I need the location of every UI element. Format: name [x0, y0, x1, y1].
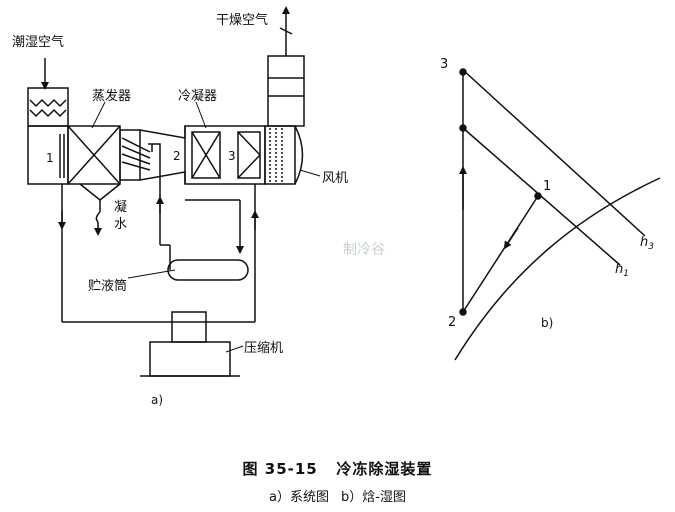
point-1-label: 1	[46, 151, 54, 165]
subcaption-a: a）系统图	[269, 490, 329, 505]
point-3-label: 3	[228, 149, 236, 163]
enthalpy-line-h3	[462, 69, 646, 237]
h1-label: h1	[615, 262, 629, 279]
chamber-1	[27, 125, 69, 185]
psychrometric-chart	[454, 68, 661, 361]
condenser-label: 冷凝器	[178, 88, 217, 104]
chart-point-3-label: 3	[440, 57, 448, 72]
fan	[264, 55, 305, 185]
point-2-label: 2	[173, 149, 181, 163]
dry-air-label: 干燥空气	[216, 12, 268, 28]
state-point-3	[459, 68, 467, 76]
chart-point-1-label: 1	[543, 179, 551, 194]
compressor	[140, 311, 240, 377]
chart-point-2-label: 2	[448, 315, 456, 330]
compressor-label: 压缩机	[244, 340, 283, 356]
diagram-b-label: b)	[541, 316, 553, 330]
figure-number: 图 35-15	[242, 460, 318, 478]
condenser-coil	[184, 125, 266, 185]
watermark: 制冷谷	[343, 242, 385, 258]
condensate-drain	[79, 183, 121, 236]
fan-label: 风机	[322, 171, 348, 186]
state-point-h1-top	[459, 124, 467, 132]
condensate-label-1: 凝	[114, 199, 127, 215]
figure-caption: 图 35-15 冷冻除湿装置	[0, 458, 675, 479]
h3-label: h3	[640, 235, 654, 252]
condensate-label-2: 水	[114, 217, 127, 232]
receiver-label: 贮液筒	[88, 278, 127, 294]
dry-air-outlet-arrow	[279, 6, 293, 56]
humid-air-label: 潮湿空气	[12, 34, 64, 50]
state-point-2	[459, 308, 467, 316]
label-leaders	[91, 101, 321, 353]
refrigerant-piping	[58, 160, 259, 323]
saturation-curve	[454, 177, 661, 361]
inlet-filter	[27, 87, 69, 127]
diagram-a-label: a)	[151, 393, 163, 407]
state-point-1	[534, 192, 542, 200]
system-diagram	[27, 6, 321, 377]
process-line-1-2	[462, 195, 539, 313]
receiver-tank	[167, 245, 249, 281]
subcaption-b: b）焓-湿图	[341, 490, 406, 505]
figure-title: 冷冻除湿装置	[336, 460, 433, 478]
evaporator-coil	[67, 125, 151, 185]
figure-subcaption: a）系统图 b）焓-湿图	[0, 486, 675, 505]
evaporator-label: 蒸发器	[92, 88, 131, 104]
